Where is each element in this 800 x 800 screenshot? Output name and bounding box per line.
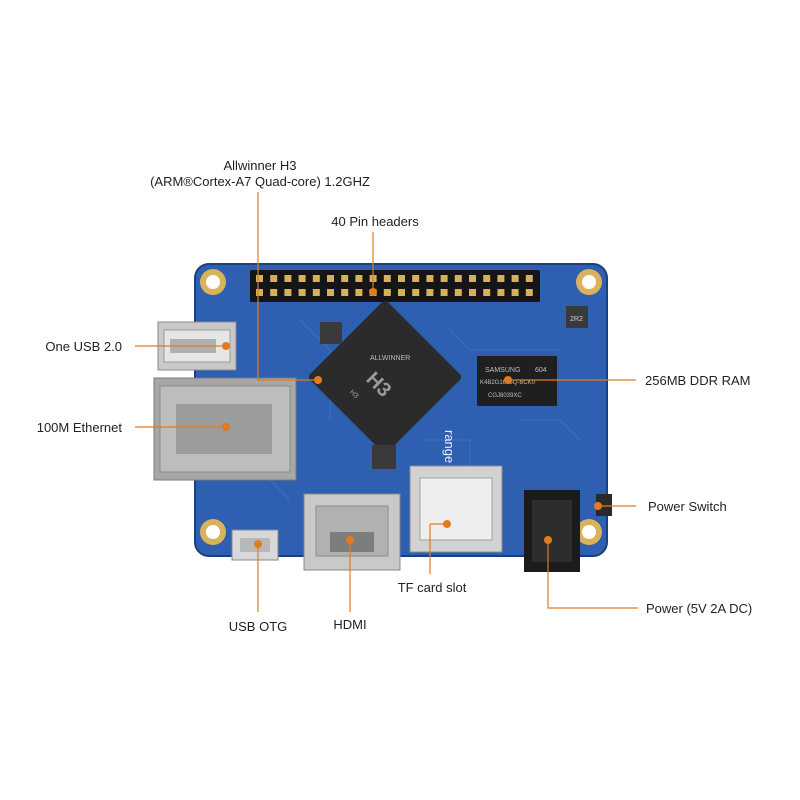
tf-card-slot-label: TF card slot (397, 580, 467, 595)
header-pin (454, 275, 462, 282)
usb-otg-label: USB OTG (228, 619, 288, 634)
header-pin (341, 289, 349, 296)
header-pin (483, 275, 491, 282)
board-brand: range (442, 430, 457, 463)
header-pin (256, 289, 263, 296)
header-pin (284, 275, 292, 282)
header-pin (511, 275, 519, 282)
pin-headers-label: 40 Pin headers (331, 214, 419, 229)
mounting-holes (200, 269, 602, 545)
leader-lines (135, 192, 638, 612)
pin-header (250, 270, 540, 302)
header-pin (497, 289, 505, 296)
header-pin (270, 289, 278, 296)
header-pin (497, 275, 505, 282)
header-pin (511, 289, 519, 296)
ram-brand: SAMSUNG (485, 367, 520, 374)
ethernet-port (153, 377, 297, 481)
cpu-label-line1: Allwinner H3 (223, 158, 297, 173)
leader-dots (222, 288, 602, 548)
power-switch (596, 494, 612, 516)
soc-brand: ALLWINNER (370, 355, 410, 362)
hdmi-label: HDMI (333, 617, 367, 632)
header-pin (355, 289, 363, 296)
header-pin (398, 289, 405, 296)
cpu-label-line2: (ARM®Cortex-A7 Quad-core) 1.2GHZ (150, 174, 370, 189)
header-pin (440, 275, 448, 282)
ddr-ram-label: 256MB DDR RAM (645, 373, 751, 388)
header-pin (298, 275, 306, 282)
power-label: Power (5V 2A DC) (646, 601, 753, 616)
ram-chip: SAMSUNG 604 K4B2G1646Q-BCK0 CGJ8039XC (477, 356, 557, 406)
tf-card-slot (409, 465, 503, 553)
small-ics: 2R2 (320, 306, 588, 469)
header-pin (270, 275, 278, 282)
ethernet-label: 100M Ethernet (36, 420, 122, 435)
header-pin (412, 275, 420, 282)
header-pin (327, 289, 334, 296)
usb2-label: One USB 2.0 (45, 339, 122, 354)
soc-chip: ALLWINNER H3 H3 (308, 300, 462, 454)
header-pin (440, 289, 448, 296)
header-pin (341, 275, 349, 282)
hdmi-port (303, 493, 401, 571)
header-pin (355, 275, 363, 282)
header-pin (398, 275, 405, 282)
ram-code: 604 (535, 367, 547, 374)
header-pin (327, 275, 334, 282)
header-pin (469, 289, 476, 296)
header-pin (256, 275, 263, 282)
power-jack (524, 490, 580, 572)
pmic-mark: 2R2 (570, 316, 583, 323)
header-pin (483, 289, 491, 296)
header-pin (426, 289, 434, 296)
header-pin (412, 289, 420, 296)
header-pin (469, 275, 476, 282)
header-pin (426, 275, 434, 282)
header-pin (312, 275, 320, 282)
header-pin (312, 289, 320, 296)
header-pin (284, 289, 292, 296)
soc-code: H3 (348, 389, 359, 400)
power-switch-label: Power Switch (648, 499, 727, 514)
header-pin (525, 275, 533, 282)
header-pin (525, 289, 533, 296)
header-pin (383, 275, 391, 282)
header-pin (454, 289, 462, 296)
header-pin (298, 289, 306, 296)
header-pin (383, 289, 391, 296)
cpu-label: Allwinner H3 (ARM®Cortex-A7 Quad-core) 1… (130, 158, 390, 190)
ram-lot: CGJ8039XC (488, 393, 522, 399)
